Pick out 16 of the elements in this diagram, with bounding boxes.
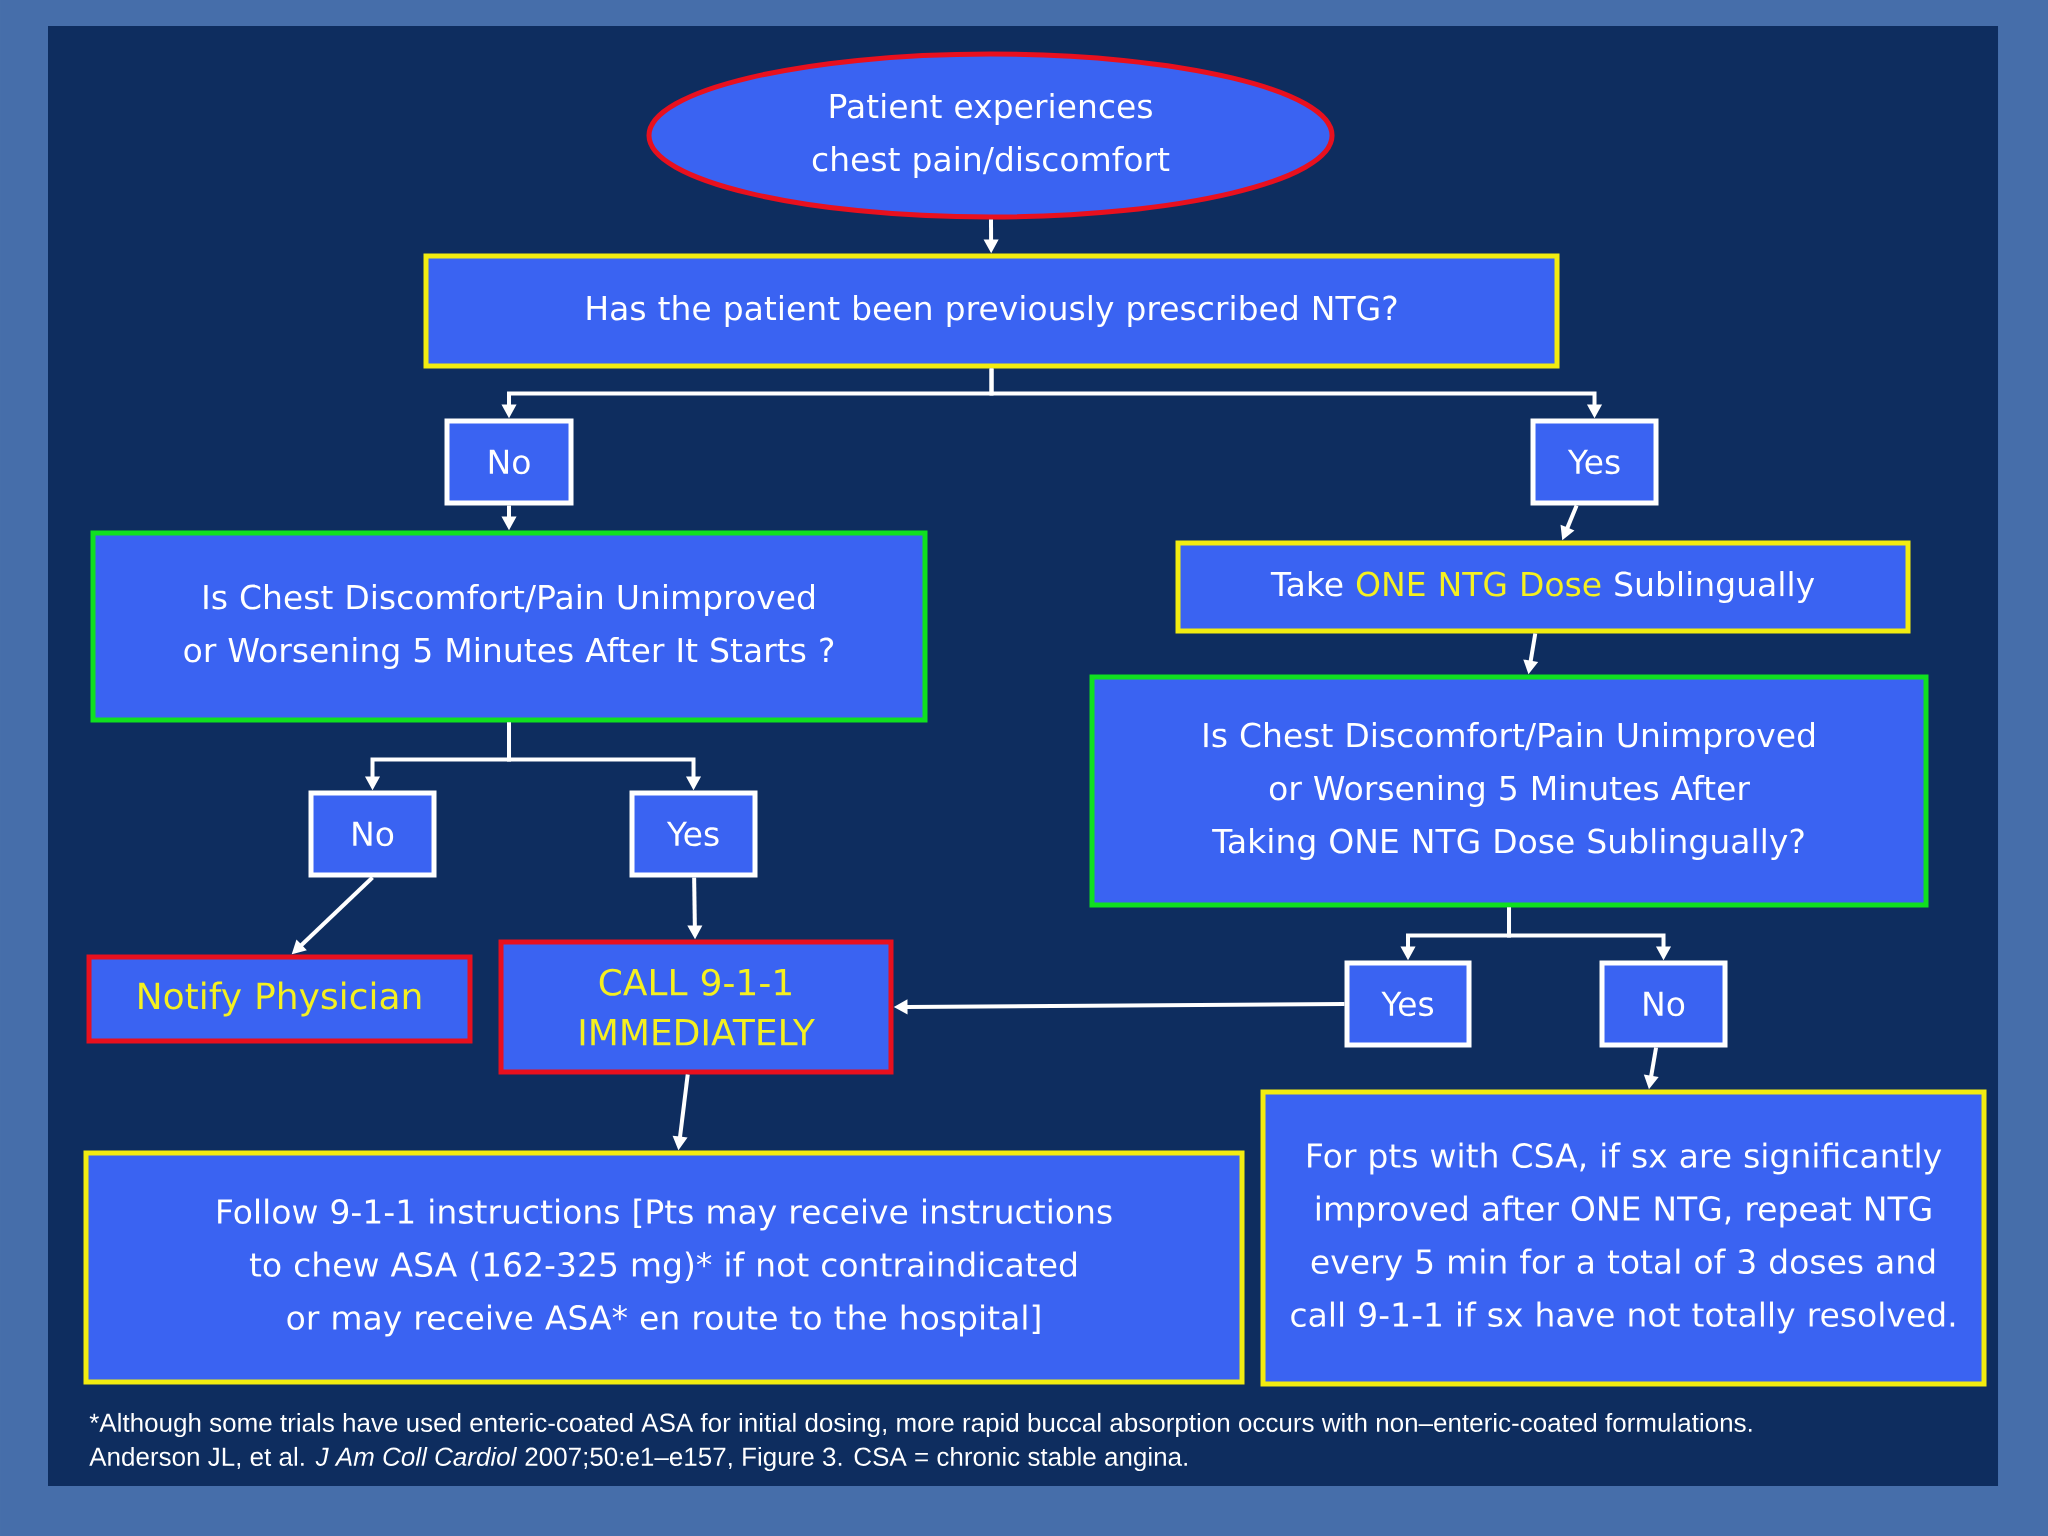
instruction-box: Follow 9-1-1 instructions [Pts may receive instructions to chew ASA (162-325 mg)* if not contraindicated or may receive ASA* en route to the hospital] — [83, 1150, 1245, 1385]
question-box: Has the patient been previously prescribed NTG? — [423, 253, 1560, 369]
answer-box: No — [308, 790, 437, 878]
answer-box: Yes — [1530, 418, 1659, 506]
action-box: CALL 9-1-1 IMMEDIATELY — [498, 939, 894, 1075]
footnote: *Although some trials have used enteric-coated ASA for initial dosing, more rapid buccal absorption occurs with non–enteric-coated formulations. — [89, 1412, 1752, 1438]
action-box: Notify Physician — [86, 954, 473, 1044]
question-box: Is Chest Discomfort/Pain Unimproved or Worsening 5 Minutes After Taking ONE NTG Dose Sublingually? — [1089, 674, 1929, 908]
answer-box: Yes — [1344, 960, 1472, 1048]
answer-box: No — [1599, 960, 1728, 1048]
answer-box: Yes — [629, 790, 758, 878]
question-box: Is Chest Discomfort/Pain Unimproved or Worsening 5 Minutes After It Starts ? — [90, 530, 928, 723]
footnote: Anderson JL, et al. J Am Coll Cardiol 2007;50:e1–e157, Figure 3. CSA = chronic stable angina. — [89, 1446, 1187, 1472]
instruction-box: For pts with CSA, if sx are significantly improved after ONE NTG, repeat NTG every 5 min for a total of 3 doses and call 9-1-1 if sx have not totally resolved. — [1260, 1089, 1987, 1387]
action-box: Take ONE NTG Dose Sublingually — [1175, 540, 1911, 634]
answer-box: No — [444, 418, 574, 506]
